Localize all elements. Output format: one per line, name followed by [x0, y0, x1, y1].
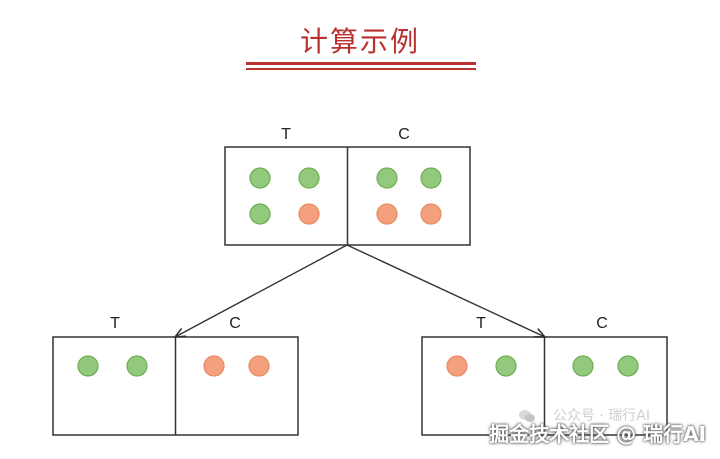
- root-c-label: C: [398, 126, 410, 143]
- arrow-to-right: [346, 244, 545, 337]
- right-c-label: C: [596, 315, 608, 332]
- title-underline-thick: [246, 62, 476, 65]
- root-c-green-dot: [420, 167, 442, 189]
- left-t-label: T: [110, 315, 120, 332]
- root-t-green-dot: [298, 167, 320, 189]
- left-t-green-dot: [77, 355, 99, 377]
- arrow-to-left: [175, 244, 348, 337]
- right-t-orange-dot: [446, 355, 468, 377]
- page-title: 计算示例: [299, 25, 420, 58]
- left-c-orange-dot: [203, 355, 225, 377]
- root-t-orange-dot: [298, 203, 320, 225]
- root-c-orange-dot: [376, 203, 398, 225]
- root-c-orange-dot: [420, 203, 442, 225]
- left-c-orange-dot: [248, 355, 270, 377]
- dots-layer: [77, 167, 639, 377]
- left-c-label: C: [229, 315, 241, 332]
- root-t-green-dot: [249, 167, 271, 189]
- right-t-green-dot: [495, 355, 517, 377]
- title-underline-thin: [246, 68, 476, 70]
- wechat-icon: [519, 410, 535, 422]
- root-t-green-dot: [249, 203, 271, 225]
- right-c-green-dot: [572, 355, 594, 377]
- watermark: 掘金技术社区 @ 瑞行AI: [489, 418, 706, 447]
- right-t-label: T: [476, 315, 486, 332]
- right-c-green-dot: [617, 355, 639, 377]
- left-t-green-dot: [126, 355, 148, 377]
- root-c-green-dot: [376, 167, 398, 189]
- watermark-sub: 公众号 · 瑞行AI: [552, 408, 650, 424]
- root-t-label: T: [281, 126, 291, 143]
- watermark-main: 掘金技术社区 @ 瑞行AI: [489, 422, 706, 446]
